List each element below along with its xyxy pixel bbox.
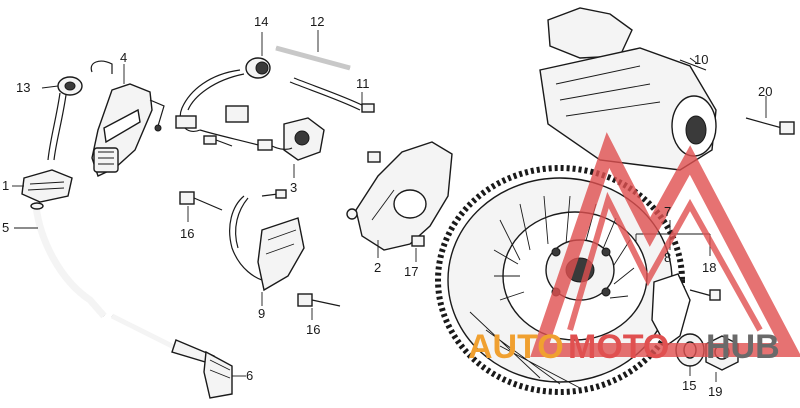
callout-17: 17 bbox=[404, 264, 418, 279]
grommet-13 bbox=[47, 76, 83, 161]
watermark-text-hub: HUB bbox=[706, 328, 780, 366]
callout-14: 14 bbox=[254, 14, 268, 29]
watermark-text-auto: AUTO bbox=[468, 328, 564, 366]
callout-3: 3 bbox=[290, 180, 297, 195]
bolt-16-lower bbox=[297, 293, 341, 307]
bolt-20 bbox=[745, 117, 795, 135]
exciter-coil-9 bbox=[229, 189, 305, 292]
watermark-logo bbox=[530, 132, 800, 357]
wire-harness-3 bbox=[175, 69, 325, 161]
bolt-16-upper bbox=[179, 191, 223, 211]
callout-8: 8 bbox=[664, 250, 671, 265]
callout-10: 10 bbox=[694, 52, 708, 67]
watermark-text-moto: MOTO bbox=[568, 328, 669, 366]
callout-1: 1 bbox=[2, 178, 9, 193]
callout-20: 20 bbox=[758, 84, 772, 99]
cover-2 bbox=[346, 141, 453, 251]
bolt-17 bbox=[411, 235, 425, 247]
leader-10 bbox=[689, 57, 699, 65]
callout-7: 7 bbox=[664, 204, 671, 219]
ht-lead-5 bbox=[30, 202, 107, 319]
rubber-block-1 bbox=[21, 169, 73, 203]
wire-11 bbox=[289, 77, 375, 113]
spark-plug-cap-6 bbox=[110, 313, 233, 399]
callout-12: 12 bbox=[310, 14, 324, 29]
plate-8 bbox=[651, 273, 691, 348]
leader-13 bbox=[41, 85, 59, 89]
callout-18: 18 bbox=[702, 260, 716, 275]
grommet-14 bbox=[245, 57, 271, 79]
callout-13: 13 bbox=[16, 80, 30, 95]
screw-harness bbox=[203, 135, 233, 147]
callout-15: 15 bbox=[682, 378, 696, 393]
callout-4: 4 bbox=[120, 50, 127, 65]
ignition-coil-4 bbox=[90, 60, 165, 177]
callout-16-lower: 16 bbox=[306, 322, 320, 337]
tube-12 bbox=[275, 45, 351, 71]
callout-5: 5 bbox=[2, 220, 9, 235]
callout-9: 9 bbox=[258, 306, 265, 321]
starter-motor-10 bbox=[539, 7, 717, 171]
callout-6: 6 bbox=[246, 368, 253, 383]
callout-16-upper: 16 bbox=[180, 226, 194, 241]
bolt-18 bbox=[689, 289, 721, 301]
callout-2: 2 bbox=[374, 260, 381, 275]
callout-11: 11 bbox=[356, 76, 370, 91]
callout-19: 19 bbox=[708, 384, 722, 399]
